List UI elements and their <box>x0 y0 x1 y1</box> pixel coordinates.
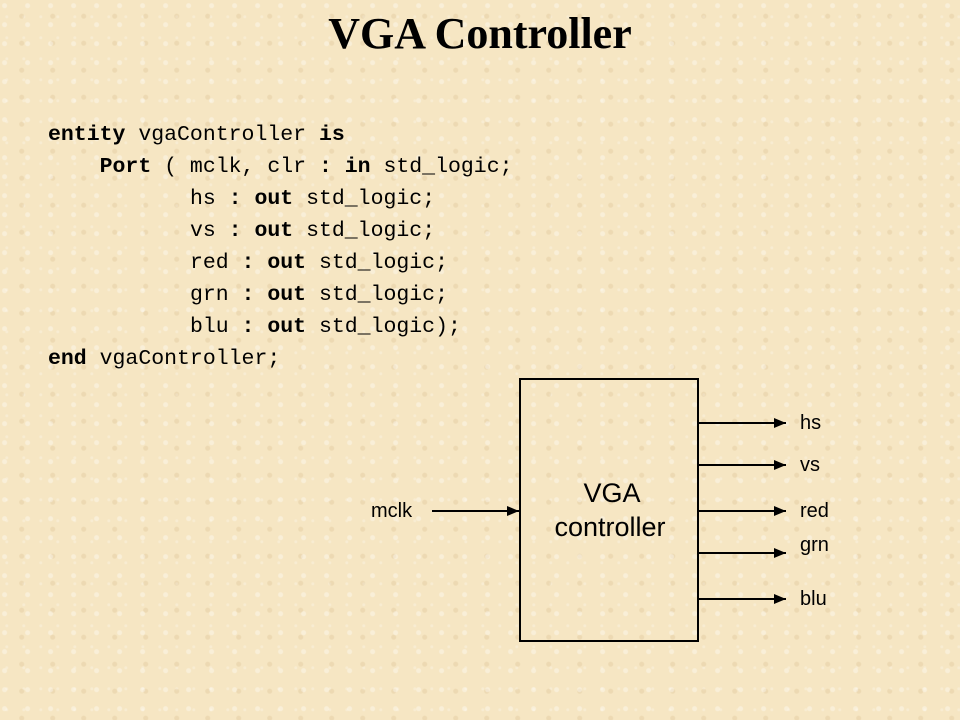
keyword: out <box>254 251 307 275</box>
colon: : <box>241 315 255 339</box>
type: std_logic; <box>306 251 448 275</box>
colon: : <box>241 251 255 275</box>
code-line-1: entity vgaController is <box>48 123 345 147</box>
keyword: out <box>254 315 307 339</box>
keyword: end <box>48 347 87 371</box>
vhdl-code-block: entity vgaController is Port ( mclk, clr… <box>48 119 513 375</box>
box-label-line2: controller <box>554 512 665 542</box>
type: std_logic; <box>293 187 436 211</box>
keyword: out <box>241 187 294 211</box>
output-label-grn: grn <box>800 534 829 556</box>
keyword: out <box>241 219 294 243</box>
entity-name: vgaController <box>125 123 319 147</box>
keyword: Port <box>99 155 152 179</box>
output-label-hs: hs <box>800 412 821 434</box>
output-label-red: red <box>800 500 829 522</box>
signal-name: hs <box>189 187 229 211</box>
output-label-blu: blu <box>800 588 827 610</box>
output-label-vs: vs <box>800 454 820 476</box>
type: std_logic; <box>306 283 448 307</box>
keyword: out <box>254 283 307 307</box>
keyword: entity <box>48 123 126 147</box>
output-arrows: hs vs red grn blu <box>698 412 829 610</box>
type: std_logic; <box>293 219 436 243</box>
code-line-7: blu : out std_logic); <box>190 315 461 339</box>
colon: : <box>228 187 242 211</box>
controller-box <box>519 378 699 642</box>
port-list: ( mclk, clr <box>151 155 319 179</box>
page-title: VGA Controller <box>328 9 632 58</box>
signal-name: vs <box>189 219 229 243</box>
signal-name: grn <box>189 283 242 307</box>
code-line-6: grn : out std_logic; <box>190 283 448 307</box>
code-line-5: red : out std_logic; <box>190 251 448 275</box>
input-label-mclk: mclk <box>371 500 413 522</box>
code-line-8: end vgaController; <box>48 347 280 371</box>
signal-name: blu <box>189 315 242 339</box>
code-line-2: Port ( mclk, clr : in std_logic; <box>100 155 513 179</box>
colon: : <box>228 219 242 243</box>
code-line-4: vs : out std_logic; <box>190 219 435 243</box>
colon: : <box>318 155 332 179</box>
signal-name: red <box>189 251 242 275</box>
keyword: is <box>318 123 345 147</box>
box-label-line1: VGA <box>583 478 640 508</box>
type: std_logic); <box>306 315 461 339</box>
colon: : <box>241 283 255 307</box>
type: std_logic; <box>370 155 513 179</box>
keyword: in <box>331 155 371 179</box>
entity-name: vgaController; <box>86 347 281 371</box>
code-line-3: hs : out std_logic; <box>190 187 435 211</box>
